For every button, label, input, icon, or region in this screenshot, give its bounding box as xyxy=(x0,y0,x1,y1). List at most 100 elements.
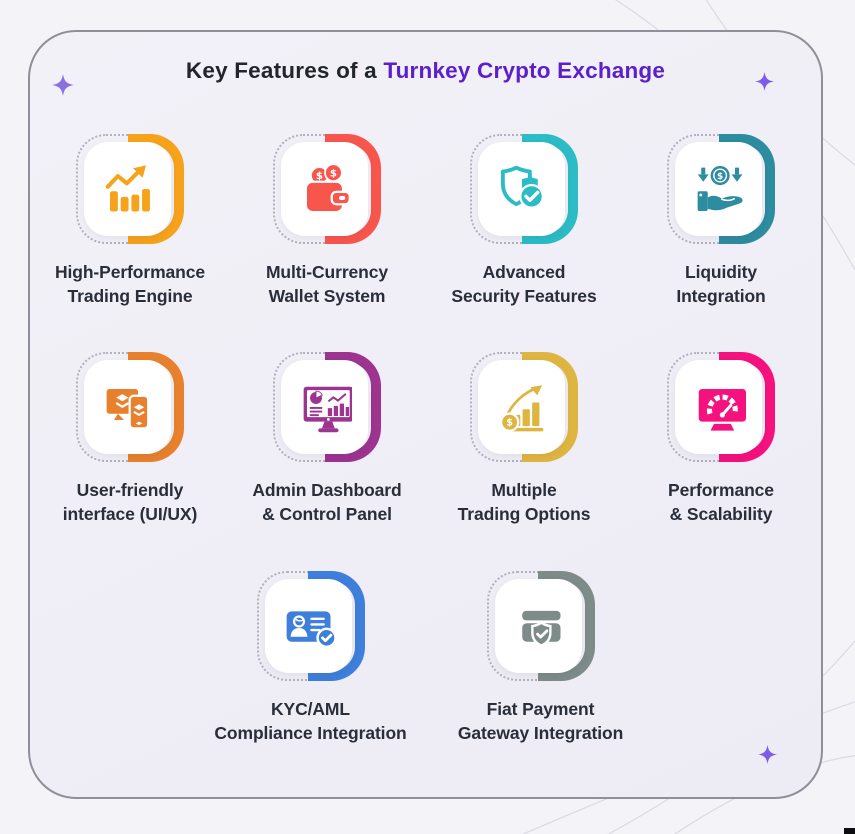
svg-text:$: $ xyxy=(315,171,322,182)
icon-frame xyxy=(667,352,775,463)
label-line: & Control Panel xyxy=(262,504,392,525)
growth-chart-icon: $ xyxy=(499,385,543,433)
icon-frame: $ $ xyxy=(273,134,381,244)
label-line: Performance xyxy=(668,480,774,501)
bracket-border xyxy=(521,352,578,463)
page-title: Key Features of a Turnkey Crypto Exchang… xyxy=(30,58,821,84)
dotted-border xyxy=(486,570,550,681)
dotted-border xyxy=(256,570,320,681)
sparkle-icon xyxy=(758,745,777,764)
devices-icon xyxy=(106,389,149,430)
icon-tile: $ xyxy=(478,360,565,455)
payment-card-icon xyxy=(522,610,561,647)
label-line: Trading Engine xyxy=(67,286,193,307)
icon-tile: $ xyxy=(675,142,762,236)
label-line: Fiat Payment xyxy=(486,698,595,719)
icon-tile xyxy=(84,360,171,455)
speedometer-icon xyxy=(698,389,746,431)
icon-frame xyxy=(470,134,578,244)
label-line: Compliance Integration xyxy=(214,722,407,743)
bracket-border xyxy=(324,134,381,244)
bracket-border xyxy=(538,570,595,681)
bracket-border xyxy=(718,134,775,244)
title-highlight: Turnkey Crypto Exchange xyxy=(383,58,666,83)
feature-label: Performance & Scalability xyxy=(668,478,774,526)
dotted-border xyxy=(273,134,336,244)
label-line: High-Performance xyxy=(54,262,206,282)
sparkle-icon xyxy=(755,72,774,91)
feature-label: User-friendly interface (UI/UX) xyxy=(62,478,198,526)
icon-frame xyxy=(256,570,365,681)
sparkle-icon xyxy=(52,74,74,96)
label-line: Liquidity xyxy=(684,262,757,282)
dotted-border xyxy=(667,134,730,244)
id-verification-icon xyxy=(286,610,335,648)
icon-tile: $ $ xyxy=(281,142,368,236)
label-line: KYC/AML xyxy=(270,698,350,719)
label-line: Integration xyxy=(676,286,766,307)
icon-frame: $ xyxy=(470,352,578,463)
label-line: Multi-Currency xyxy=(265,262,389,282)
dotted-border xyxy=(273,352,336,463)
feature-card-kyc: KYC/AML Compliance Integration xyxy=(196,570,426,745)
dotted-border xyxy=(470,352,533,463)
label-line: User-friendly xyxy=(76,480,184,501)
title-prefix: Key Features of a xyxy=(185,58,384,83)
dotted-border xyxy=(470,134,533,244)
icon-frame: $ xyxy=(667,134,775,244)
feature-label: KYC/AML Compliance Integration xyxy=(214,697,406,745)
dashboard-monitor-icon xyxy=(303,387,352,433)
bracket-border xyxy=(127,352,184,463)
dotted-border xyxy=(667,352,730,463)
label-line: Advanced xyxy=(482,262,566,282)
svg-text:$: $ xyxy=(329,168,336,179)
wallet-icon: $ $ xyxy=(304,163,351,214)
bracket-border xyxy=(521,134,578,244)
icon-tile xyxy=(494,578,582,673)
label-line: Multiple xyxy=(491,480,557,501)
label-line: Gateway Integration xyxy=(457,722,624,743)
label-line: & Scalability xyxy=(669,504,773,525)
corner-mark xyxy=(844,828,855,834)
feature-row-2: User-friendly interface (UI/UX) xyxy=(30,352,821,526)
dotted-border xyxy=(76,352,139,463)
feature-row-3: KYC/AML Compliance Integration Fiat Payme… xyxy=(30,570,821,745)
label-line: Admin Dashboard xyxy=(252,480,402,501)
icon-tile xyxy=(264,578,352,673)
feature-card-admin-dashboard: Admin Dashboard & Control Panel xyxy=(229,352,426,526)
label-line: Trading Options xyxy=(457,504,591,525)
label-line: Security Features xyxy=(451,286,597,307)
shield-check-icon xyxy=(500,165,544,209)
label-line: interface (UI/UX) xyxy=(62,504,198,525)
icon-frame xyxy=(273,352,381,463)
icon-frame xyxy=(76,134,184,244)
bracket-border xyxy=(718,352,775,463)
bracket-border xyxy=(308,570,365,681)
icon-frame xyxy=(486,570,595,681)
bracket-border xyxy=(127,134,184,244)
svg-text:$: $ xyxy=(716,172,722,182)
feature-label: Admin Dashboard & Control Panel xyxy=(252,478,401,526)
feature-card-ui-ux: User-friendly interface (UI/UX) xyxy=(32,352,229,526)
infographic-panel: Key Features of a Turnkey Crypto Exchang… xyxy=(28,30,823,799)
icon-tile xyxy=(478,142,565,236)
icon-frame xyxy=(76,352,184,463)
liquidity-hand-icon: $ xyxy=(697,165,743,211)
icon-tile xyxy=(281,360,368,455)
dotted-border xyxy=(76,134,139,244)
icon-tile xyxy=(84,142,171,236)
trading-engine-icon xyxy=(105,165,150,212)
